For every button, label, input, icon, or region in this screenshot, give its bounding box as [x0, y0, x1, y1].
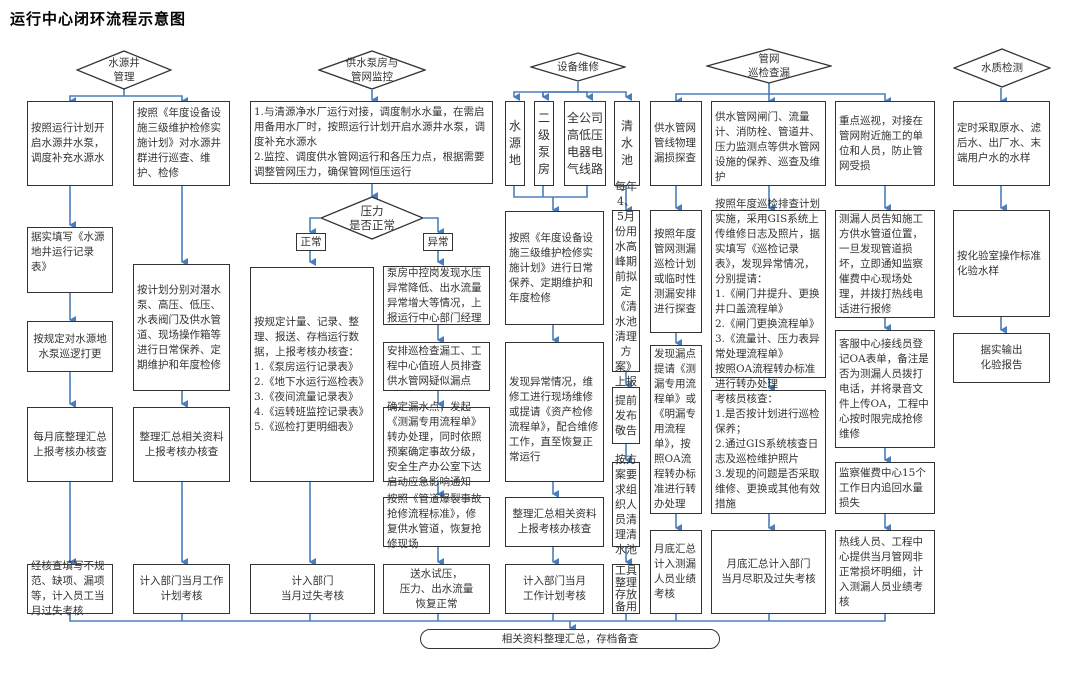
ws-step-patrol: 按规定对水源地水泵巡逻打更: [27, 321, 113, 372]
decision-label: 压力 是否正常: [349, 204, 395, 232]
ws-step-inspection-plan: 按照《年度设备设施三级维护检修实施计划》对水源井群进行巡查、维护、检修: [133, 101, 230, 186]
ws-step-record: 据实填写《水源地井运行记录表》: [27, 227, 113, 293]
eq-maintenance-plan: 按照《年度设备设施三级维护检修实施计划》进行日常保养、定期维护和年度检修: [505, 211, 604, 325]
archive-terminator: 相关资料整理汇总，存档备查: [420, 629, 720, 649]
page-title: 运行中心闭环流程示意图: [10, 10, 187, 28]
decision-pump-monitor: 供水泵房与 管网监控: [318, 50, 426, 90]
decision-pipe-patrol: 管网 巡检查漏: [706, 48, 832, 84]
ws-step-fault-check: 经核查填写不规范、缺项、漏项等，计入员工当月过失考核: [27, 560, 113, 617]
pp-customer-service: 客服中心接线员登记OA表单，备注是否为测漏人员拨打电话，并将录音文件上传OA，工…: [835, 330, 935, 448]
wq-sampling: 定时采取原水、滤后水、出厂水、末端用户水的水样: [953, 101, 1050, 186]
pp-auditor-check: 考核员核查： 1.是否按计划进行巡检保养； 2.通过GIS系统核查日志及巡检维护…: [711, 390, 826, 514]
eq-pool-cleaning: 按方案要求组织人员清理清水池: [612, 453, 640, 556]
eq-pool-plan: 每年4、5月份用水高峰期前拟定《清水池清理方案》上报签批: [612, 180, 640, 403]
eq-target-clear-pool: 清水池: [614, 101, 640, 186]
pm-main-task: 1.与清源净水厂运行对接，调度制水水量，在需启用备用水厂时，按照运行计划开启水源…: [250, 101, 493, 184]
branch-normal-label: 正常: [296, 233, 326, 251]
pp-monthly-assessment: 月底汇总计入部门 当月尽职及过失考核: [711, 530, 826, 614]
decision-water-source: 水源井 管理: [76, 50, 172, 90]
wq-lab-test: 按化验室操作标准化验水样: [953, 210, 1050, 317]
branch-abnormal-label: 异常: [423, 233, 453, 251]
pm-normal-records: 按规定计量、记录、整理、报送、存档运行数据，上报考核办核查： 1.《泵房运行记录…: [250, 267, 374, 482]
decision-water-quality: 水质检测: [953, 48, 1051, 88]
decision-label: 管网 巡检查漏: [748, 53, 790, 79]
pm-abnormal-restore: 送水试压， 压力、出水流量 恢复正常: [383, 564, 490, 614]
ws-step-plan-assessment: 计入部门当月工作计划考核: [133, 564, 230, 614]
pp-annual-patrol: 按照年度巡检排查计划实施，采用GIS系统上传维修日志及照片，据实填写《巡检记录表…: [711, 198, 826, 390]
decision-pressure-normal: 压力 是否正常: [320, 196, 424, 240]
pp-leak-plan: 按照年度管网测漏巡检计划或临时性测漏安排进行探查: [650, 210, 702, 333]
pm-abnormal-leak-confirm: 确定漏水点，发起《测漏专用流程单》转办处理，同时依照预案确定事故分级，安全生产办…: [383, 401, 490, 488]
pm-abnormal-report: 泵房中控岗发现水压异常降低、出水流量异常增大等情况，上报运行中心部门经理: [383, 266, 490, 325]
ws-step-monthly-report: 每月底整理汇总上报考核办核查: [27, 407, 113, 482]
decision-label: 水质检测: [981, 62, 1023, 74]
eq-pool-tools: 工具整理存放备用: [612, 564, 640, 614]
pp-physical-leak-survey: 供水管网管线物理漏损探查: [650, 101, 702, 186]
pm-abnormal-investigate: 安排巡检查漏工、工程中心值班人员排查供水管网疑似漏点: [383, 342, 490, 391]
ws-step-start-pump: 按照运行计划开启水源井水泵，调度补充水源水: [27, 101, 113, 186]
pp-notify-construction: 测漏人员告知施工方供水管道位置，一旦发现管道损坏，立即通知监察催费中心现场处理，…: [835, 210, 935, 318]
pp-hotline-performance: 热线人员、工程中心提供当月管网非正常损坏明细，计入测漏人员业绩考核: [835, 530, 935, 614]
eq-abnormal-handling: 发现异常情况，维修工进行现场维修或提请《资产检修流程单》，配合维修工作，直至恢复…: [505, 342, 604, 482]
ws-step-summary: 整理汇总相关资料上报考核办核查: [133, 407, 230, 482]
eq-summary: 整理汇总相关资料上报考核办核查: [505, 497, 604, 547]
eq-plan-assessment: 计入部门当月 工作计划考核: [505, 564, 604, 614]
pp-recover-loss: 监察催费中心15个工作日内追回水量损失: [835, 462, 935, 514]
decision-equipment: 设备维修: [530, 52, 626, 82]
pm-abnormal-repair: 按照《管道爆裂事故抢修流程标准》，修复供水管道，恢复抢修现场: [383, 493, 490, 550]
decision-label: 水源井 管理: [108, 57, 140, 83]
decision-label: 供水泵房与 管网监控: [345, 57, 399, 83]
decision-label: 设备维修: [557, 61, 599, 73]
pp-facility-maintenance: 供水管网闸门、流量计、消防栓、管道井、压力监测点等供水管网设施的保养、巡查及维护: [711, 101, 826, 186]
wq-report: 据实输出 化验报告: [953, 333, 1050, 383]
eq-target-secondary-pump: 二级泵房: [534, 101, 554, 186]
pp-leak-report: 发现漏点提请《测漏专用流程单》或《明漏专用流程单》，按照OA流程转办标准进行转办…: [650, 345, 702, 514]
eq-pool-notice: 提前发布敬告: [612, 387, 640, 444]
eq-target-water-source: 水源地: [505, 101, 525, 186]
pp-key-patrol: 重点巡视，对接在管网附近施工的单位和人员，防止管网受损: [835, 101, 935, 186]
ws-step-maintenance: 按计划分别对潜水泵、高压、低压、水表阀门及供水管道、现场操作箱等进行日常保养、定…: [133, 264, 230, 391]
pp-leak-performance: 月底汇总计入测漏人员业绩考核: [650, 530, 702, 614]
eq-target-electrical: 全公司高低压电器电气线路: [564, 101, 606, 186]
pm-normal-assessment: 计入部门 当月过失考核: [250, 564, 375, 614]
